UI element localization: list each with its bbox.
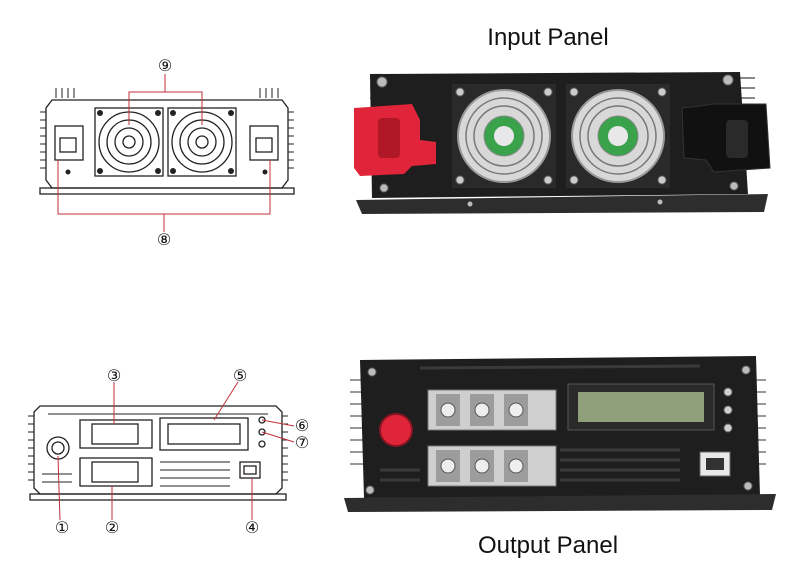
callout-2: ② — [104, 518, 120, 537]
power-switch — [379, 413, 413, 447]
callout-1: ① — [54, 518, 70, 537]
rj-port — [699, 451, 731, 477]
callout-7: ⑦ — [294, 433, 310, 452]
input-panel-title: Input Panel — [487, 24, 609, 51]
callout-9: ⑨ — [157, 56, 173, 75]
ac-terminal-lower — [427, 445, 557, 487]
lcd-display — [567, 383, 715, 431]
callout-4: ④ — [244, 518, 260, 537]
negative-terminal — [681, 103, 771, 173]
callout-3: ③ — [106, 366, 122, 385]
callout-5: ⑤ — [232, 366, 248, 385]
ac-terminal-upper — [427, 389, 557, 431]
callout-8: ⑧ — [156, 230, 172, 249]
positive-terminal — [354, 104, 436, 176]
callout-6: ⑥ — [294, 416, 310, 435]
output-panel-title: Output Panel — [477, 532, 619, 559]
fan-left — [452, 84, 556, 188]
fan-right — [566, 84, 670, 188]
